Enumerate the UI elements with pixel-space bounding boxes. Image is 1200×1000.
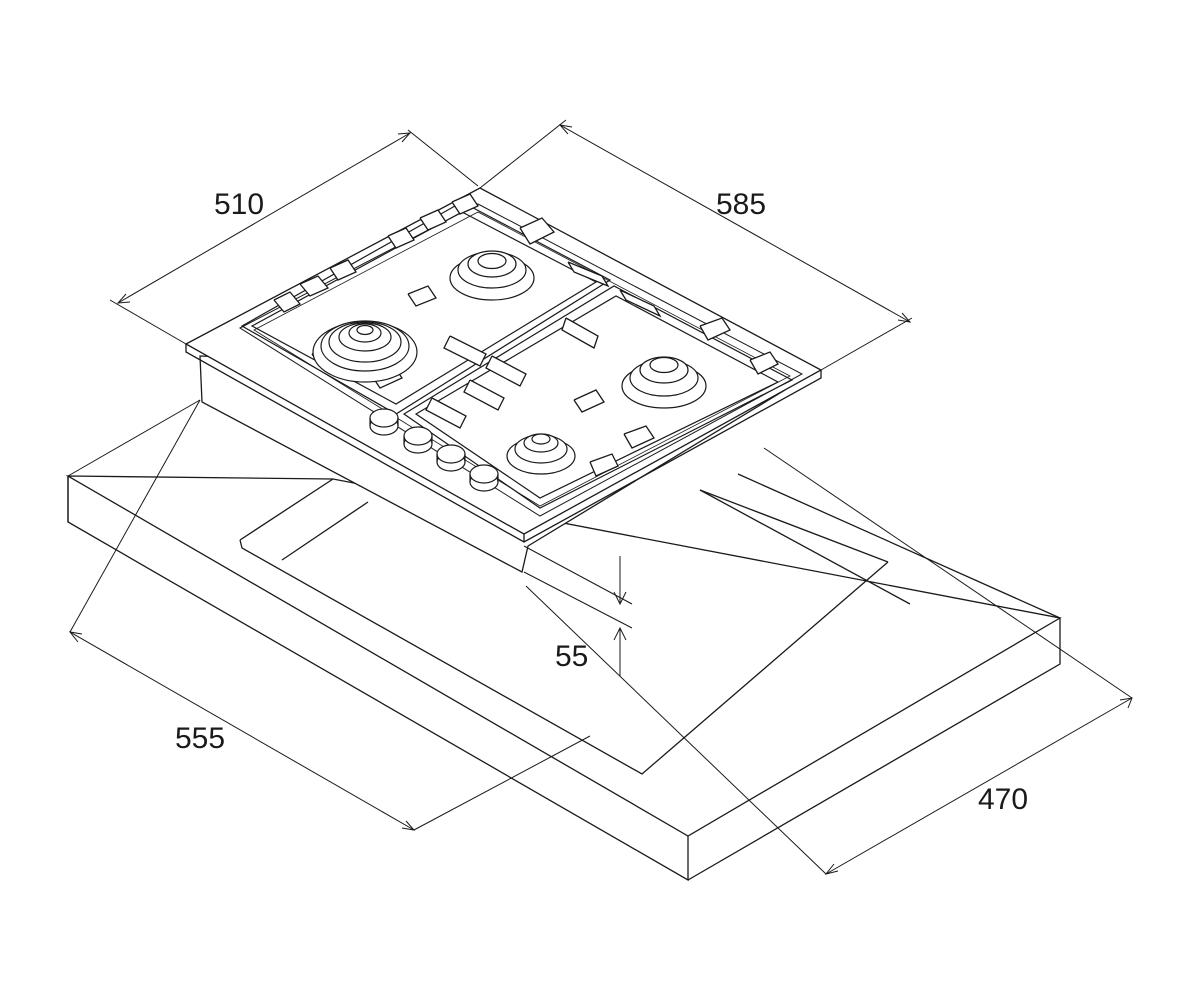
knob-4 xyxy=(470,465,498,491)
dimension-line-585 xyxy=(480,120,912,370)
knob-2 xyxy=(404,427,432,453)
dimension-line-510 xyxy=(110,130,478,344)
cutout-width-label: 555 xyxy=(175,722,226,755)
knob-3 xyxy=(437,445,465,471)
cutout-depth-label: 470 xyxy=(978,783,1029,816)
dimension-line-470 xyxy=(526,448,1132,874)
height-dimension-label: 55 xyxy=(555,640,589,673)
burner-small xyxy=(507,434,575,474)
knob-1 xyxy=(370,409,398,435)
control-knobs xyxy=(370,409,498,491)
dimension-line-55 xyxy=(524,546,632,676)
burner-right xyxy=(622,357,706,408)
depth-dimension-label: 510 xyxy=(214,188,265,221)
width-dimension-label: 585 xyxy=(716,188,767,221)
burner-large xyxy=(313,321,417,382)
dimension-lines xyxy=(68,120,1132,874)
burner-rear xyxy=(450,251,534,300)
burners xyxy=(313,251,706,474)
dimension-line-555 xyxy=(68,400,590,830)
worktop xyxy=(68,474,1060,880)
